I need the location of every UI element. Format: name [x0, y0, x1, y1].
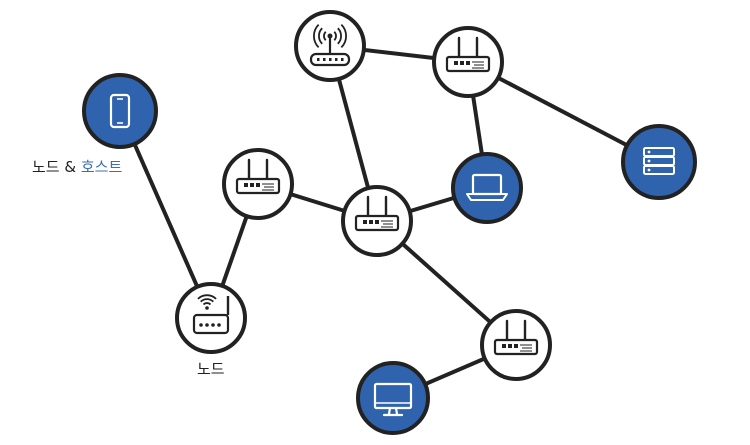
node-host-label: 노드 & 호스트 — [32, 156, 122, 177]
node-server — [621, 124, 697, 200]
host-label-accent: 호스트 — [80, 158, 123, 176]
nodes-layer — [82, 10, 697, 435]
node-router-bottom-right — [480, 309, 552, 381]
server-icon — [643, 147, 675, 175]
node-circle — [451, 152, 523, 224]
smartphone-icon — [109, 93, 131, 129]
monitor-icon — [373, 382, 413, 417]
node-circle — [621, 124, 697, 200]
router-icon — [493, 319, 539, 356]
node-access-point — [175, 282, 247, 354]
node-label: 노드 — [197, 360, 225, 378]
node-monitor — [356, 361, 430, 435]
node-router-top-right — [432, 26, 504, 98]
wifi-access-point-icon — [192, 294, 230, 335]
node-laptop — [451, 152, 523, 224]
node-router-left — [222, 148, 294, 220]
laptop-icon — [466, 173, 508, 201]
node-circle — [356, 361, 430, 435]
node-host-label-prefix: 노드 & — [32, 158, 81, 176]
router-icon — [235, 158, 281, 195]
node-router-center — [341, 185, 413, 257]
node-wifi-router-top — [294, 10, 366, 82]
router-icon — [354, 195, 400, 232]
node-phone — [82, 73, 158, 149]
wifi-router-icon — [309, 24, 351, 67]
node-circle — [82, 73, 158, 149]
router-icon — [445, 36, 491, 73]
